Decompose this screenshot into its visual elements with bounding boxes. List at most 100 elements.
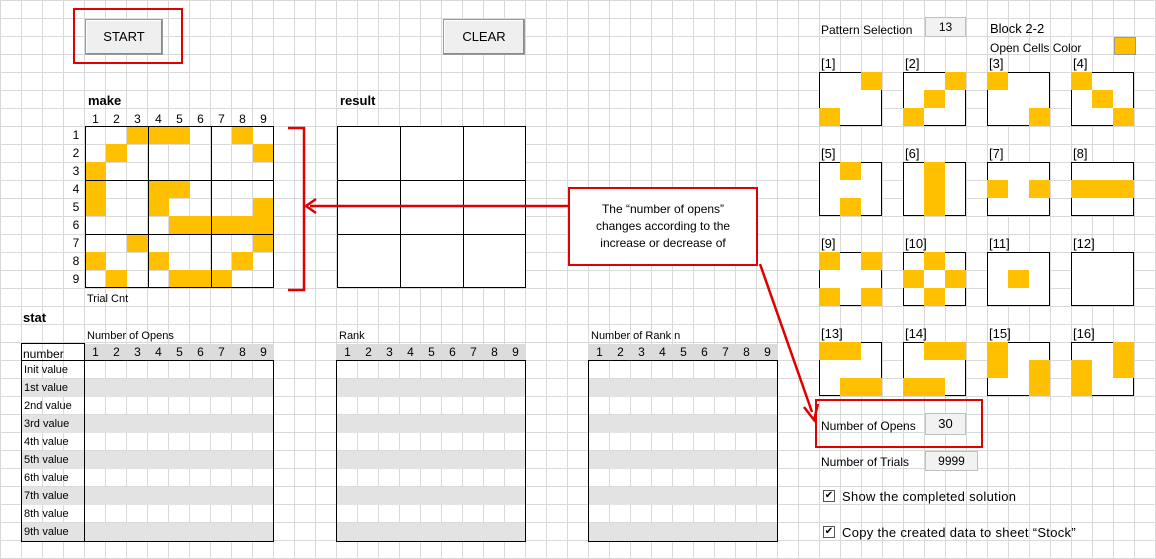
open-cell[interactable] [85,180,106,198]
grid-cell[interactable] [232,198,253,216]
grid-cell[interactable] [169,162,190,180]
grid-cell[interactable] [253,126,274,144]
grid-cell[interactable] [190,252,211,270]
grid-cell[interactable] [148,270,169,288]
grid-cell[interactable] [211,144,232,162]
grid-cell[interactable] [148,144,169,162]
grid-cell[interactable] [211,252,232,270]
open-cell[interactable] [169,270,190,288]
grid-cell[interactable] [169,252,190,270]
open-cell[interactable] [253,198,274,216]
pattern-thumbnail[interactable] [1071,252,1134,306]
grid-cell[interactable] [127,144,148,162]
clear-button[interactable]: CLEAR [443,19,525,55]
grid-cell[interactable] [127,216,148,234]
grid-cell[interactable] [127,252,148,270]
grid-cell[interactable] [127,162,148,180]
grid-cell[interactable] [190,162,211,180]
grid-cell[interactable] [106,126,127,144]
open-cell[interactable] [211,216,232,234]
grid-cell[interactable] [190,126,211,144]
pattern-thumbnail[interactable] [903,252,966,306]
pattern-thumbnail[interactable] [903,162,966,216]
grid-cell[interactable] [253,180,274,198]
pattern-selection-value[interactable]: 13 [925,17,966,37]
pattern-thumbnail[interactable] [819,72,882,126]
grid-cell[interactable] [211,234,232,252]
open-cell[interactable] [190,270,211,288]
pattern-thumbnail[interactable] [819,162,882,216]
grid-cell[interactable] [253,270,274,288]
pattern-thumbnail[interactable] [819,342,882,396]
pattern-thumbnail[interactable] [987,162,1050,216]
grid-cell[interactable] [253,252,274,270]
grid-cell[interactable] [232,144,253,162]
grid-cell[interactable] [211,126,232,144]
grid-cell[interactable] [127,198,148,216]
open-cell[interactable] [85,162,106,180]
pattern-thumbnail[interactable] [987,252,1050,306]
grid-cell[interactable] [106,180,127,198]
grid-cell[interactable] [106,234,127,252]
number-of-trials-value[interactable]: 9999 [925,451,978,471]
pattern-thumbnail[interactable] [1071,162,1134,216]
grid-cell[interactable] [106,162,127,180]
grid-cell[interactable] [106,252,127,270]
grid-cell[interactable] [148,162,169,180]
grid-cell[interactable] [85,270,106,288]
grid-cell[interactable] [127,180,148,198]
open-cell[interactable] [190,216,211,234]
grid-cell[interactable] [106,198,127,216]
start-button[interactable]: START [85,19,163,55]
open-cell[interactable] [232,252,253,270]
make-grid[interactable] [85,126,274,288]
grid-cell[interactable] [169,144,190,162]
open-cell[interactable] [232,216,253,234]
open-cell[interactable] [169,180,190,198]
show-solution-checkbox[interactable]: ✔ [823,490,835,502]
open-cell[interactable] [85,198,106,216]
pattern-thumbnail[interactable] [903,72,966,126]
open-cell[interactable] [106,144,127,162]
pattern-thumbnail[interactable] [987,342,1050,396]
grid-cell[interactable] [232,162,253,180]
open-cell[interactable] [253,234,274,252]
grid-cell[interactable] [211,180,232,198]
grid-cell[interactable] [190,180,211,198]
grid-cell[interactable] [169,234,190,252]
grid-cell[interactable] [85,234,106,252]
pattern-thumbnail[interactable] [819,252,882,306]
open-cell[interactable] [232,126,253,144]
open-cell[interactable] [148,180,169,198]
pattern-thumbnail[interactable] [987,72,1050,126]
grid-cell[interactable] [232,270,253,288]
open-cell[interactable] [253,144,274,162]
pattern-thumbnail[interactable] [1071,342,1134,396]
open-cell[interactable] [127,234,148,252]
open-cell[interactable] [148,252,169,270]
open-cell[interactable] [106,270,127,288]
grid-cell[interactable] [232,180,253,198]
open-cells-color-swatch[interactable] [1114,37,1136,55]
open-cell[interactable] [211,270,232,288]
grid-cell[interactable] [253,162,274,180]
open-cell[interactable] [169,126,190,144]
open-cell[interactable] [253,216,274,234]
grid-cell[interactable] [232,234,253,252]
grid-cell[interactable] [211,162,232,180]
open-cell[interactable] [148,126,169,144]
grid-cell[interactable] [85,216,106,234]
pattern-thumbnail[interactable] [1071,72,1134,126]
grid-cell[interactable] [127,270,148,288]
open-cell[interactable] [169,216,190,234]
grid-cell[interactable] [190,144,211,162]
grid-cell[interactable] [148,234,169,252]
copy-data-checkbox[interactable]: ✔ [823,526,835,538]
grid-cell[interactable] [85,144,106,162]
open-cell[interactable] [127,126,148,144]
grid-cell[interactable] [106,216,127,234]
grid-cell[interactable] [190,234,211,252]
grid-cell[interactable] [211,198,232,216]
grid-cell[interactable] [169,198,190,216]
open-cell[interactable] [85,252,106,270]
